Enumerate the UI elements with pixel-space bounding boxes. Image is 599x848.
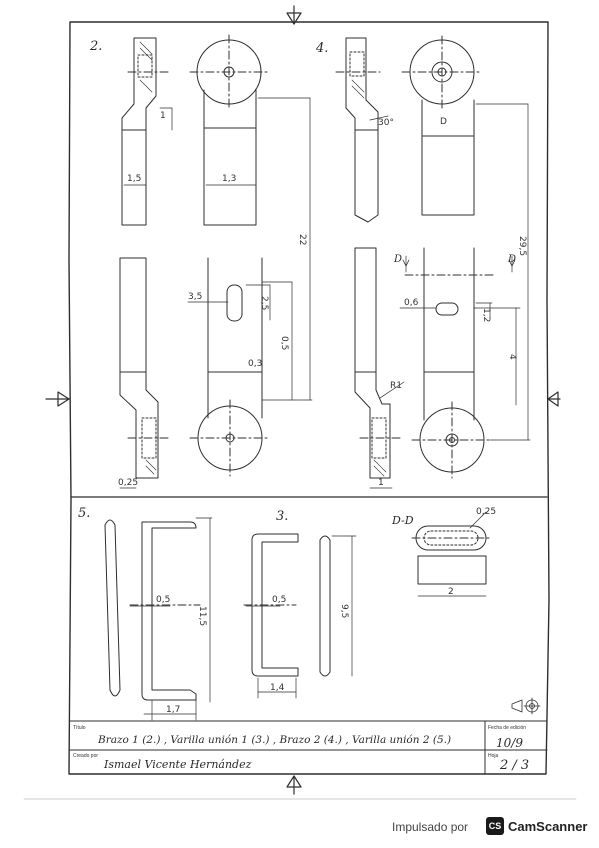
powered-by-text: Impulsado por: [392, 820, 469, 834]
centering-marks: [45, 5, 561, 795]
sheet-field-label: Hoja: [488, 753, 499, 759]
camscanner-logo-icon: CS: [486, 817, 504, 835]
dim-1-top: 1: [160, 111, 166, 121]
drawing-border: [68, 21, 550, 775]
part-4-front-view: [401, 35, 496, 479]
part-5-rod-views: [104, 519, 201, 701]
dim-30-deg: 30°: [378, 118, 394, 128]
dimension-texts: 1 1,5 1,3 22 3,5 2,5 0,5 0,3 0,25 30° D …: [118, 111, 527, 715]
cut-marker-d-left: D: [393, 254, 402, 265]
projection-symbol-icon: [511, 697, 541, 715]
cut-arrows: [402, 259, 516, 267]
dim-11-5: 11,5: [197, 606, 207, 626]
title-block-texts: Brazo 1 (2.) , Varilla unión 1 (3.) , Br…: [97, 734, 529, 773]
dim-29-5: 29,5: [517, 236, 527, 256]
dim-3-5: 3,5: [188, 292, 202, 302]
dim-22: 22: [297, 234, 307, 245]
dim-0-25-b: 0,25: [476, 507, 496, 517]
part-3-rod-views: [243, 533, 331, 677]
dim-0-6: 0,6: [404, 298, 419, 308]
dim-0-5-c: 0,5: [272, 595, 286, 605]
camscanner-brand: CamScanner: [508, 819, 588, 834]
dim-0-5-a: 0,5: [279, 336, 289, 350]
dim-1-bottom: 1: [378, 478, 384, 488]
part-2-side-view: [119, 37, 171, 479]
title-text: Brazo 1 (2.) , Varilla unión 1 (3.) , Br…: [97, 734, 451, 746]
title-block-frame: [69, 720, 548, 775]
scanner-footer: Impulsado por CS CamScanner: [0, 808, 599, 848]
view-label-2: 2.: [89, 39, 102, 54]
dim-r1: R1: [390, 381, 402, 391]
dim-1-7: 1,7: [166, 705, 180, 715]
view-label-5: 5.: [78, 506, 90, 521]
dim-0-25: 0,25: [118, 478, 138, 488]
dim-9-5: 9,5: [339, 604, 349, 618]
part-2-front-view: [189, 34, 271, 477]
dim-2-5: 2,5: [259, 296, 269, 310]
title-field-label: Título: [73, 725, 86, 731]
dim-1-2: 1,2: [481, 308, 491, 322]
dim-0-5-b: 0,5: [156, 595, 170, 605]
view-labels: 2. 4. 5. 3. D-D D D: [78, 39, 516, 527]
dim-1-5: 1,5: [127, 174, 141, 184]
dim-2: 2: [448, 587, 454, 597]
author-name: Ismael Vicente Hernández: [103, 758, 252, 771]
dim-1-3: 1,3: [222, 174, 236, 184]
section-label-dd: D-D: [391, 514, 414, 527]
dim-d-label: D: [440, 117, 447, 127]
author-field-label: Creado por: [73, 753, 99, 759]
cut-marker-d-right: D: [507, 254, 516, 265]
edit-date: 10/9: [496, 736, 523, 750]
view-label-3: 3.: [276, 509, 288, 524]
dim-0-3: 0,3: [248, 359, 262, 369]
dim-4: 4: [507, 354, 517, 360]
view-label-4: 4.: [315, 41, 328, 56]
sheet-number: 2 / 3: [499, 758, 529, 773]
dim-1-4: 1,4: [270, 683, 285, 693]
section-d-d: [411, 525, 493, 585]
part-4-side-view: [335, 37, 401, 479]
dimension-lines: [119, 97, 531, 721]
date-field-label: Fecha de edición: [488, 725, 527, 731]
